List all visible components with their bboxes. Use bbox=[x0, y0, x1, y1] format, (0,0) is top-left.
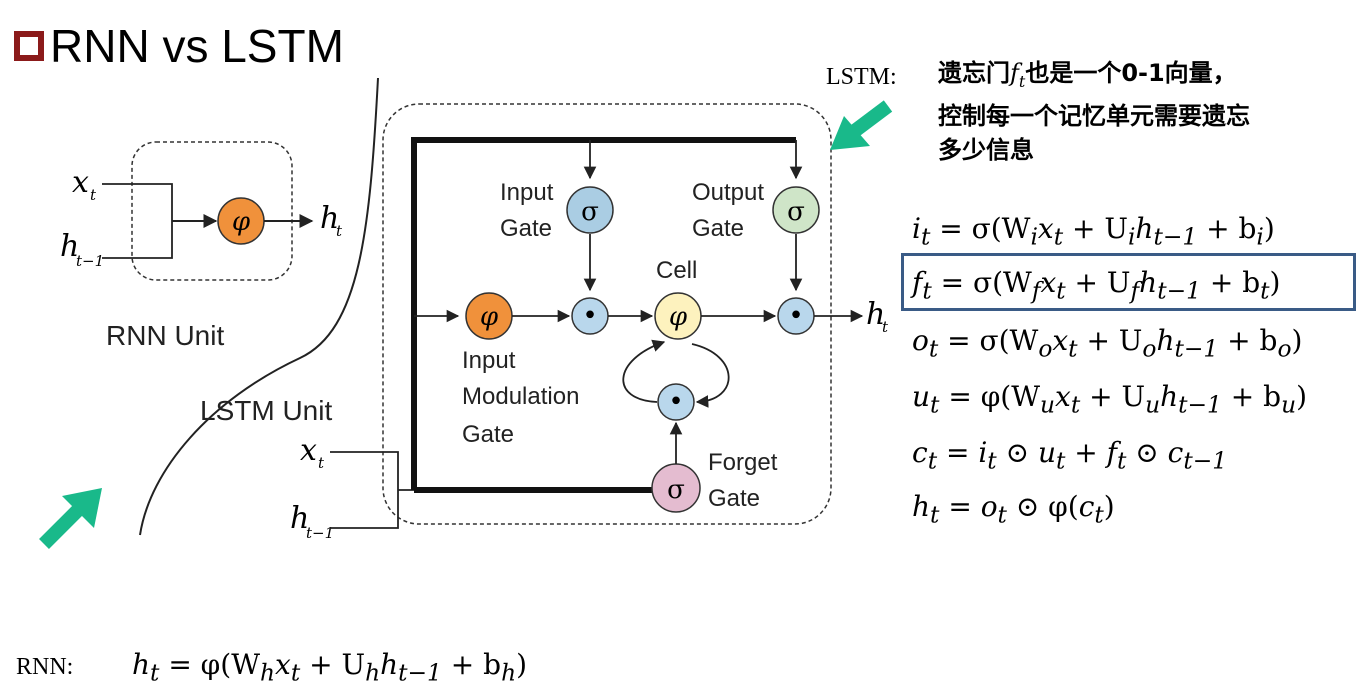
equation-output-gate: ot = σ(Woxt + Uoht−1 + bo) bbox=[912, 324, 1303, 363]
annotation-line-2: 控制每一个记忆单元需要遗忘 bbox=[938, 101, 1250, 130]
svg-text:h: h bbox=[290, 501, 309, 536]
svg-text:t: t bbox=[882, 318, 889, 336]
rnn-equation: ht = φ(Whxt + Uhht−1 + bh) bbox=[132, 648, 528, 687]
svg-text:σ: σ bbox=[667, 475, 685, 505]
svg-text:x: x bbox=[300, 433, 317, 468]
lstm-input-h-label: h t−1 bbox=[290, 501, 334, 542]
equation-cell-state: ct = it ⊙ ut + ft ⊙ ct−1 bbox=[912, 436, 1228, 475]
lstm-unit-label: LSTM Unit bbox=[200, 395, 332, 426]
svg-text:t: t bbox=[318, 454, 325, 472]
annotation-line-1: 遗忘门ft也是一个0-1向量， bbox=[938, 59, 1237, 91]
section-divider-curve bbox=[139, 77, 379, 536]
rnn-input-x-label: x t bbox=[72, 165, 97, 204]
svg-text:σ: σ bbox=[787, 197, 805, 227]
rnn-input-h-label: h t−1 bbox=[60, 229, 104, 270]
svg-text:t: t bbox=[336, 222, 343, 240]
forget-gate-annotation: 遗忘门ft也是一个0-1向量， 控制每一个记忆单元需要遗忘 多少信息 bbox=[938, 56, 1250, 167]
modulation-label-line1: Input bbox=[462, 347, 516, 374]
svg-text:σ: σ bbox=[581, 197, 599, 227]
forget-equation-highlight-box bbox=[901, 253, 1356, 311]
svg-text:t−1: t−1 bbox=[306, 524, 334, 542]
input-gate-label-line2: Gate bbox=[500, 215, 552, 242]
svg-text:x: x bbox=[72, 165, 89, 200]
equation-input-gate: it = σ(Wixt + Uiht−1 + bi) bbox=[912, 212, 1275, 251]
output-gate-sigma-node bbox=[772, 186, 820, 234]
slide-title: RNN vs LSTM bbox=[50, 20, 344, 72]
rnn-output-h-label: h t bbox=[320, 201, 343, 240]
annotation-prefix: LSTM: bbox=[826, 64, 897, 90]
equation-hidden-state: ht = ot ⊙ φ(ct) bbox=[912, 490, 1115, 529]
forget-multiply-node bbox=[657, 383, 695, 421]
svg-text:•: • bbox=[788, 301, 803, 331]
rnn-equation-prefix: RNN: bbox=[16, 654, 74, 680]
green-arrow-lower-left bbox=[39, 488, 102, 549]
slide-title-block: RNN vs LSTM bbox=[14, 18, 344, 74]
forget-gate-label-line1: Forget bbox=[708, 449, 778, 476]
equation-modulation: ut = φ(Wuxt + Uuht−1 + bu) bbox=[912, 380, 1308, 419]
forget-gate-label-line2: Gate bbox=[708, 485, 760, 512]
svg-text:h: h bbox=[866, 297, 885, 332]
lstm-output-h-label: h t bbox=[866, 297, 889, 336]
cell-label: Cell bbox=[656, 257, 697, 284]
svg-text:h: h bbox=[320, 201, 339, 236]
lstm-input-bus bbox=[411, 137, 796, 490]
title-bullet-square bbox=[14, 31, 44, 61]
svg-text:φ: φ bbox=[669, 302, 688, 332]
svg-text:t−1: t−1 bbox=[76, 252, 104, 270]
svg-text:•: • bbox=[582, 301, 597, 331]
green-arrow-upper-right bbox=[830, 100, 893, 150]
svg-text:•: • bbox=[668, 387, 683, 417]
input-gate-sigma-node bbox=[566, 186, 614, 234]
rnn-unit-label: RNN Unit bbox=[106, 320, 224, 351]
svg-text:φ: φ bbox=[480, 302, 499, 332]
lstm-input-lines bbox=[330, 451, 415, 529]
annotation-line-3: 多少信息 bbox=[938, 135, 1034, 164]
svg-text:t: t bbox=[90, 186, 97, 204]
modulation-label-line3: Gate bbox=[462, 421, 514, 448]
lstm-input-x-label: x t bbox=[300, 433, 325, 472]
svg-text:h: h bbox=[60, 229, 79, 264]
output-gate-label-line2: Gate bbox=[692, 215, 744, 242]
input-gate-label-line1: Input bbox=[500, 179, 554, 206]
rnn-unit-box bbox=[131, 141, 293, 281]
output-gate-label-line1: Output bbox=[692, 179, 764, 206]
modulation-label-line2: Modulation bbox=[462, 383, 579, 410]
rnn-phi-symbol: φ bbox=[232, 207, 251, 237]
forget-to-cell-loop bbox=[622, 339, 666, 403]
equation-forget-gate: ft = σ(Wfxt + Ufht−1 + bt) bbox=[912, 266, 1281, 305]
cell-to-forget-loop bbox=[691, 343, 730, 408]
lstm-unit-box bbox=[382, 103, 832, 525]
